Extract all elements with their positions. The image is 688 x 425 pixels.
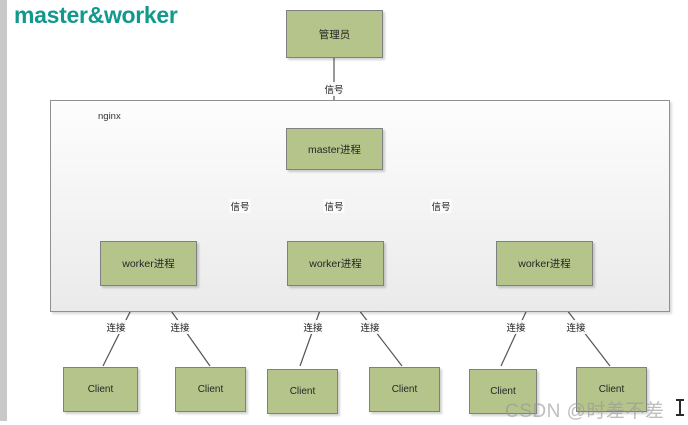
edge-label-connection-3: 连接 (302, 320, 324, 334)
edge-label-admin-signal: 信号 (323, 82, 345, 96)
node-worker-process-3[interactable]: worker进程 (496, 241, 593, 286)
node-worker-process-1[interactable]: worker进程 (100, 241, 197, 286)
edge-label-connection-4: 连接 (359, 320, 381, 334)
edge-label-connection-2: 连接 (169, 320, 191, 334)
node-client-6[interactable]: Client (576, 367, 647, 412)
edge-label-signal-3: 信号 (430, 199, 452, 213)
node-client-4[interactable]: Client (369, 367, 440, 412)
text-cursor (676, 399, 684, 416)
nginx-label: nginx (98, 111, 121, 122)
bottom-edge-strip (0, 421, 688, 425)
node-master-process[interactable]: master进程 (286, 128, 383, 170)
page-title: master&worker (14, 2, 178, 28)
edge-label-connection-1: 连接 (105, 320, 127, 334)
node-client-1[interactable]: Client (63, 367, 138, 412)
node-admin[interactable]: 管理员 (286, 10, 383, 58)
edge-label-signal-1: 信号 (229, 199, 251, 213)
node-client-5[interactable]: Client (469, 369, 537, 414)
node-worker-process-2[interactable]: worker进程 (287, 241, 384, 286)
edge-label-signal-2: 信号 (323, 199, 345, 213)
left-edge-strip (0, 0, 7, 425)
edge-label-connection-6: 连接 (565, 320, 587, 334)
node-client-2[interactable]: Client (175, 367, 246, 412)
node-client-3[interactable]: Client (267, 369, 338, 414)
edge-label-connection-5: 连接 (505, 320, 527, 334)
